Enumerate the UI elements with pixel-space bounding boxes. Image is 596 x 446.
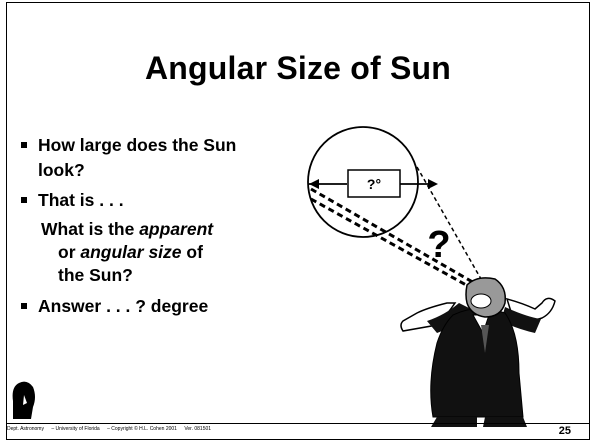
bullet-text: That is . . . [38,190,124,210]
footer-version: Ver. 081501 [184,426,212,432]
bullet-text: Answer . . . ? degree [38,296,209,316]
footer-divider [7,423,589,424]
bullet-square-icon [21,142,27,148]
footer: Dept. Astronomy – University of Florida … [7,426,217,432]
sub-question-line3: the Sun? [58,265,133,285]
sightline-upper [416,166,486,287]
slide-number: 25 [558,425,571,437]
slide: Angular Size of Sun How large does the S… [6,2,590,440]
angle-label: ?° [367,176,381,192]
angle-label-box [347,169,401,198]
sub-question: What is the apparent or angular size of … [41,218,291,287]
logo-silhouette-icon [12,381,35,419]
footer-dept: Dept. Astronomy [7,426,44,432]
bullet-square-icon [21,303,27,309]
bullet-square-icon [21,197,27,203]
sub-question-line1: What is the apparent [41,219,214,239]
sub-question-line2: or angular size of [58,242,203,262]
arrow-left-head [309,179,319,189]
bullet-item: That is . . . [21,188,291,213]
bullet-list: How large does the Sun look? That is . .… [21,133,291,324]
bullet-text: How large does the Sun look? [38,135,237,180]
footer-university: – University of Florida [51,426,100,432]
observer-figure-icon [400,277,556,427]
slide-title: Angular Size of Sun [144,50,452,86]
bullet-item: Answer . . . ? degree [21,294,291,319]
bullet-item: How large does the Sun look? [21,133,273,183]
arrow-right-head [428,179,438,189]
sightline-lower [310,187,484,290]
footer-copyright: – Copyright © H.L. Cohen 2001 [107,426,177,432]
question-mark: ? [427,224,450,266]
sun-viewing-diagram: ?° ? [12,126,556,427]
sightline-lower-2 [310,197,478,293]
